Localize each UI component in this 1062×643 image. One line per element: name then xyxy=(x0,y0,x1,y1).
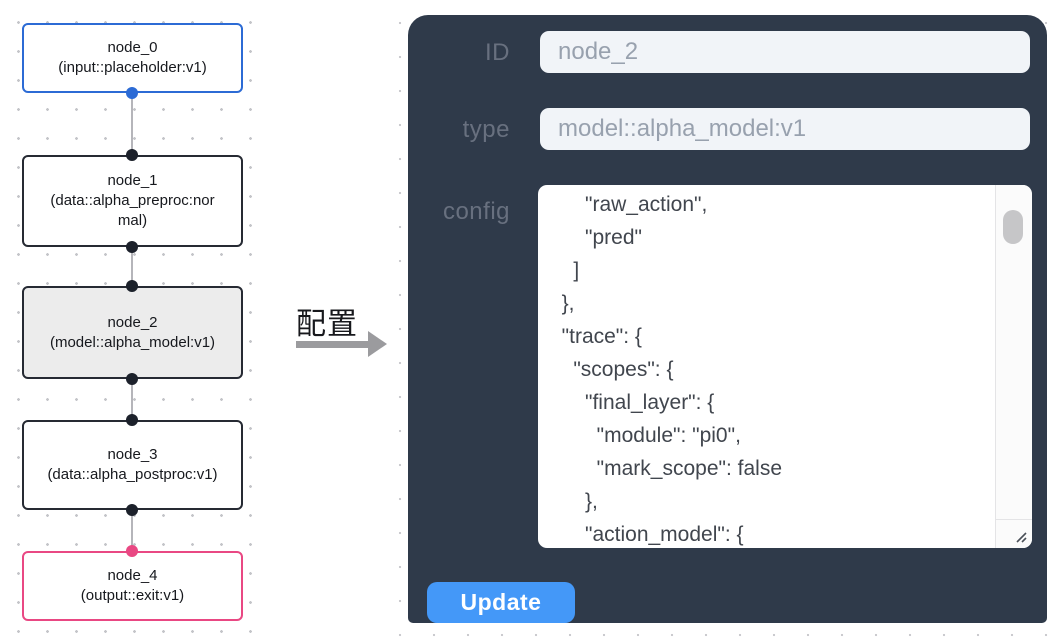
node-name: node_1 xyxy=(107,172,158,189)
resize-grip-icon xyxy=(1016,532,1027,543)
node-type-label: (data::alpha_preproc:normal) xyxy=(50,192,215,229)
node-type-label: (output::exit:v1) xyxy=(80,587,185,604)
config-textarea[interactable]: "raw_action", "pred" ] }, "trace": { "sc… xyxy=(538,185,1032,548)
type-input[interactable] xyxy=(540,108,1030,150)
node-name: node_0 xyxy=(107,39,158,56)
config-scrollbar-thumb[interactable] xyxy=(1003,210,1023,244)
textarea-resize-handle[interactable] xyxy=(995,519,1032,548)
id-input[interactable] xyxy=(540,31,1030,73)
node_0-output-handle[interactable] xyxy=(126,87,138,99)
type-field-label: type xyxy=(462,116,510,143)
config-field-label: config xyxy=(442,198,510,225)
inspector-region: ID type config "raw_action", "pred" ] },… xyxy=(395,0,1062,643)
node-name: node_2 xyxy=(107,313,158,331)
flow-node-node_2[interactable]: node_2 (model::alpha_model:v1) xyxy=(22,286,243,379)
flow-node-node_0[interactable]: node_0 (input::placeholder:v1) xyxy=(22,23,243,93)
node-type-label: (input::placeholder:v1) xyxy=(58,59,207,76)
node_1-input-handle[interactable] xyxy=(126,149,138,161)
configure-label: 配置 xyxy=(296,308,358,341)
arrow-head xyxy=(368,331,387,357)
flow-node-node_4[interactable]: node_4 (output::exit:v1) xyxy=(22,551,243,621)
node-type-label: (model::alpha_model:v1) xyxy=(49,333,216,351)
node-name: node_4 xyxy=(107,567,158,584)
update-button[interactable]: Update xyxy=(427,582,575,623)
node_3-input-handle[interactable] xyxy=(126,414,138,426)
config-json-text[interactable]: "raw_action", "pred" ] }, "trace": { "sc… xyxy=(561,193,782,546)
config-scrollbar-track[interactable] xyxy=(995,185,1032,519)
flow-canvas: node_0 (input::placeholder:v1) node_1 (d… xyxy=(0,0,272,643)
node_2-output-handle[interactable] xyxy=(126,373,138,385)
right-arrow-icon xyxy=(296,330,388,358)
node_3-output-handle[interactable] xyxy=(126,504,138,516)
node-name: node_3 xyxy=(107,446,158,463)
node_2-input-handle[interactable] xyxy=(126,280,138,292)
node-type-label: (data::alpha_postproc:v1) xyxy=(47,466,218,483)
node-inspector-panel: ID type config "raw_action", "pred" ] },… xyxy=(408,15,1047,623)
node_1-output-handle[interactable] xyxy=(126,241,138,253)
arrow-shaft xyxy=(296,341,370,348)
id-field-label: ID xyxy=(485,39,510,66)
flow-node-node_1[interactable]: node_1 (data::alpha_preproc:normal) xyxy=(22,155,243,247)
update-button-label: Update xyxy=(460,589,542,615)
flow-node-node_3[interactable]: node_3 (data::alpha_postproc:v1) xyxy=(22,420,243,510)
node_4-input-handle[interactable] xyxy=(126,545,138,557)
